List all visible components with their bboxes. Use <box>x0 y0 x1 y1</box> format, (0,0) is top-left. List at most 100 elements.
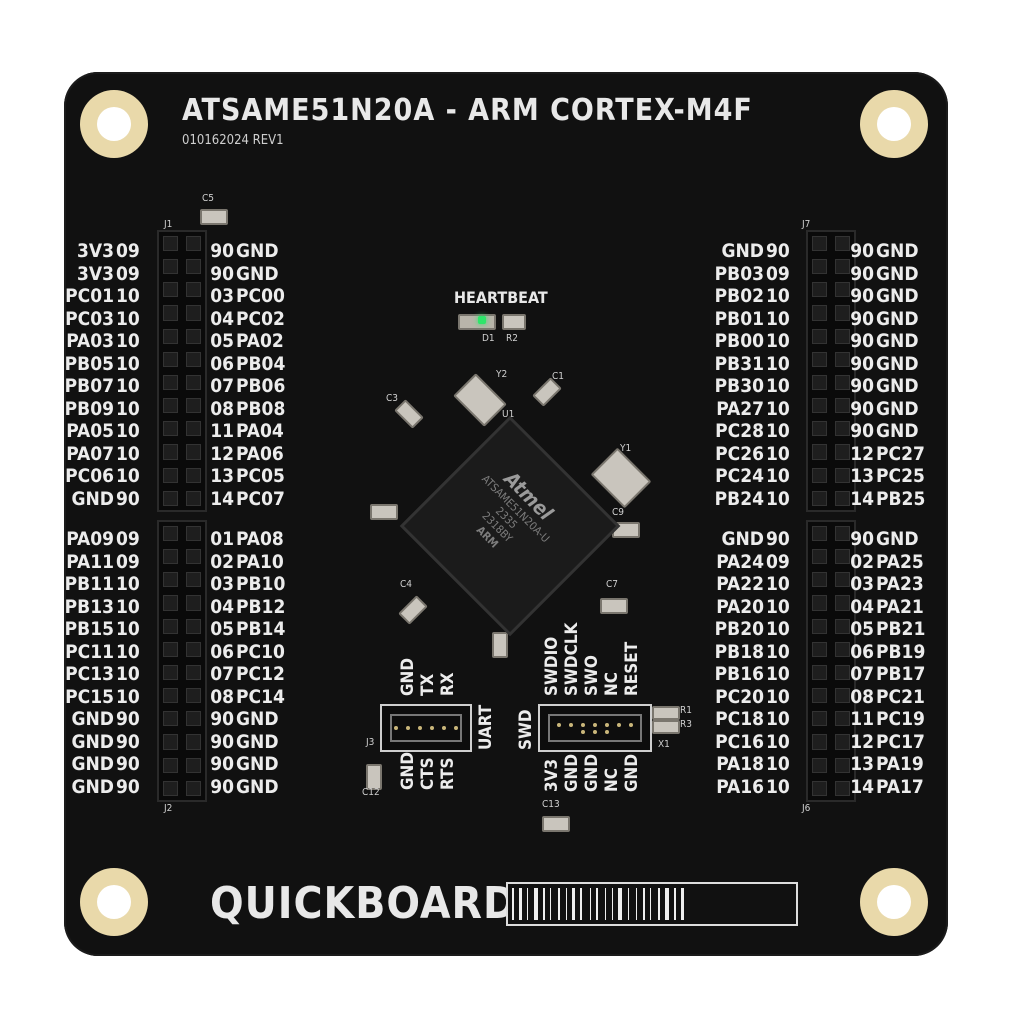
pin-label: 10 <box>766 573 790 596</box>
uart-name: UART <box>476 704 496 750</box>
barcode-bar <box>658 888 660 920</box>
pin-label: 13 <box>850 465 874 488</box>
pin-label: PC17 <box>876 730 925 753</box>
resistor-r1 <box>652 706 680 720</box>
pin-label: 10 <box>116 618 140 641</box>
ref-c1: C1 <box>552 371 565 382</box>
pin-label: PB15 <box>64 618 114 641</box>
pin-label: GND <box>876 352 919 375</box>
pin-label: 10 <box>116 465 140 488</box>
ref-j2: J2 <box>164 803 173 814</box>
pin-label: PA21 <box>876 595 924 618</box>
uart-bottom-1: CTS <box>418 757 438 790</box>
pin-label: 10 <box>116 352 140 375</box>
pin-label: 09 <box>766 550 790 573</box>
socket-hole <box>163 526 178 542</box>
socket-hole <box>163 664 178 681</box>
swd-top-1: SWDCLK <box>562 622 582 696</box>
pin-label: PB18 <box>714 640 764 663</box>
pin-label: PC03 <box>65 307 114 330</box>
pin-label: PA19 <box>876 753 924 776</box>
socket-hole <box>186 236 201 252</box>
socket-hole <box>186 572 201 588</box>
socket-hole <box>163 572 178 588</box>
socket-hole <box>163 711 178 727</box>
socket-hole <box>186 351 201 367</box>
swd-connector-x1 <box>538 704 652 752</box>
pin-label: PC27 <box>876 442 925 465</box>
uart-connector-j3 <box>380 704 472 752</box>
pin-label: 14 <box>850 775 874 798</box>
socket-hole <box>835 328 850 344</box>
socket-hole <box>835 282 850 298</box>
pin-label: PC06 <box>65 465 114 488</box>
pin-label: PC07 <box>236 487 285 510</box>
pin-label: PB01 <box>714 307 764 330</box>
swd-bottom-0: 3V3 <box>542 758 562 792</box>
ref-c9: C9 <box>612 507 625 518</box>
pin-label: 10 <box>116 685 140 708</box>
pin-label: PA18 <box>716 753 764 776</box>
socket-hole <box>163 549 178 565</box>
pin-label: 01 <box>210 528 234 551</box>
pin-label: 12 <box>210 442 234 465</box>
pin-label: PA02 <box>236 330 284 353</box>
pin-label: 90 <box>850 307 874 330</box>
uart-top-1: TX <box>418 673 438 696</box>
pin-label: GND <box>236 240 279 263</box>
ref-j7: J7 <box>802 219 811 230</box>
socket-hole <box>186 282 201 298</box>
ref-c4: C4 <box>400 579 413 590</box>
socket-hole <box>163 444 178 460</box>
pin-label: PB12 <box>236 595 286 618</box>
capacitor-c13 <box>542 816 570 832</box>
pin-label: 90 <box>210 775 234 798</box>
barcode-bar <box>650 888 651 920</box>
pin-label: PB04 <box>236 352 286 375</box>
ref-j6: J6 <box>802 803 811 814</box>
barcode-bar <box>590 888 591 920</box>
pin-label: GND <box>876 307 919 330</box>
barcode-bar <box>558 888 560 920</box>
pin-label: 10 <box>766 775 790 798</box>
socket-hole <box>163 259 178 275</box>
barcode-bar <box>543 888 545 920</box>
swd-top-4: RESET <box>622 641 642 696</box>
pin-label: PB20 <box>714 618 764 641</box>
pin-label: PA09 <box>66 528 114 551</box>
pin-label: 03 <box>850 573 874 596</box>
pin-label: 10 <box>766 397 790 420</box>
pin-label: PB06 <box>236 375 286 398</box>
socket-hole <box>186 305 201 321</box>
socket-hole <box>186 467 201 483</box>
socket-hole <box>186 618 201 634</box>
pin-label: PA05 <box>66 420 114 443</box>
pin-label: 10 <box>766 307 790 330</box>
pin-label: 90 <box>850 397 874 420</box>
pin-label: 10 <box>766 685 790 708</box>
socket-hole <box>812 259 827 275</box>
pin-label: PC25 <box>876 465 925 488</box>
socket-hole <box>812 780 827 796</box>
socket-hole <box>835 398 850 414</box>
barcode-bar <box>612 888 613 920</box>
pin-label: 90 <box>850 420 874 443</box>
pin-label: 90 <box>116 775 140 798</box>
ref-d1: D1 <box>482 333 495 344</box>
ref-c13: C13 <box>542 799 560 810</box>
swd-bottom-2: GND <box>582 753 602 792</box>
uart-bottom-0: GND <box>398 751 418 790</box>
barcode-bar <box>572 888 575 920</box>
resistor-r2 <box>502 314 526 330</box>
pin-label: PB10 <box>236 573 286 596</box>
pin-label: 90 <box>116 487 140 510</box>
socket-hole <box>812 664 827 681</box>
pin-label: 90 <box>210 730 234 753</box>
socket-hole <box>835 595 850 611</box>
barcode-bar <box>580 888 582 920</box>
socket-hole <box>186 780 201 796</box>
socket-hole <box>186 664 201 681</box>
socket-hole <box>163 351 178 367</box>
socket-hole <box>812 711 827 727</box>
socket-hole <box>835 757 850 773</box>
